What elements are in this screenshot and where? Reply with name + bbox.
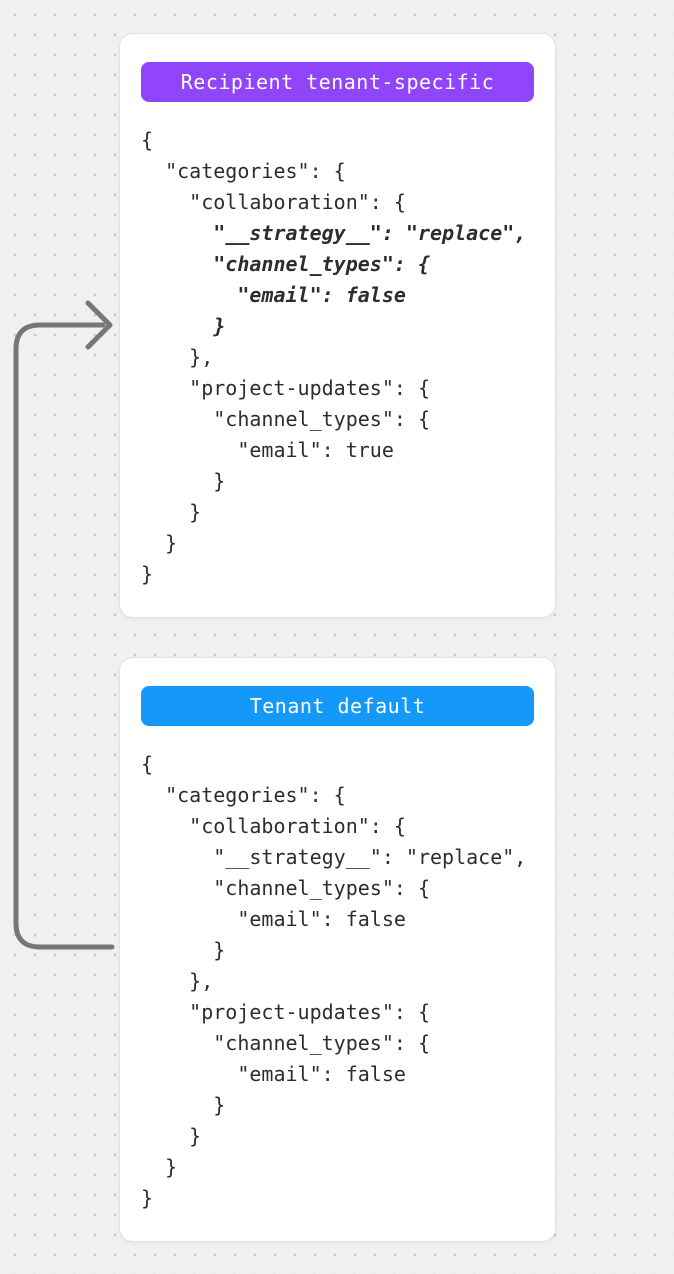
code-line: } xyxy=(141,469,226,493)
code-line: "channel_types": { xyxy=(141,407,430,431)
code-line: } xyxy=(141,1124,202,1148)
code-line: "channel_types": { xyxy=(141,1031,430,1055)
merge-flow-arrow xyxy=(13,300,115,950)
tenant-default-badge: Tenant default xyxy=(141,686,534,726)
code-line: } xyxy=(141,314,226,338)
code-line: } xyxy=(141,1155,178,1179)
code-line: "__strategy__": "replace", xyxy=(141,221,527,245)
code-line: { xyxy=(141,752,154,776)
code-line: "collaboration": { xyxy=(141,190,406,214)
code-line: "collaboration": { xyxy=(141,814,406,838)
code-line: "email": false xyxy=(141,283,406,307)
code-line: } xyxy=(141,500,202,524)
code-line: "project-updates": { xyxy=(141,1000,430,1024)
tenant-default-code: { "categories": { "collaboration": { "__… xyxy=(141,749,534,1214)
code-line: "channel_types": { xyxy=(141,252,430,276)
code-line: "email": false xyxy=(141,907,406,931)
code-line: } xyxy=(141,938,226,962)
tenant-default-card: Tenant default { "categories": { "collab… xyxy=(119,657,556,1242)
arrow-shaft xyxy=(13,322,115,950)
code-line: "__strategy__": "replace", xyxy=(141,845,527,869)
code-line: } xyxy=(141,1186,154,1210)
recipient-tenant-specific-card: Recipient tenant-specific { "categories"… xyxy=(119,33,556,618)
arrow-head-icon xyxy=(85,300,113,350)
code-line: } xyxy=(141,1093,226,1117)
code-line: "channel_types": { xyxy=(141,876,430,900)
recipient-tenant-specific-code: { "categories": { "collaboration": { "__… xyxy=(141,125,534,590)
code-line: "categories": { xyxy=(141,159,346,183)
code-line: "email": true xyxy=(141,438,394,462)
code-line: "categories": { xyxy=(141,783,346,807)
code-line: { xyxy=(141,128,154,152)
recipient-tenant-specific-badge: Recipient tenant-specific xyxy=(141,62,534,102)
code-line: }, xyxy=(141,969,214,993)
code-line: }, xyxy=(141,345,214,369)
code-line: "project-updates": { xyxy=(141,376,430,400)
code-line: "email": false xyxy=(141,1062,406,1086)
code-line: } xyxy=(141,562,154,586)
code-line: } xyxy=(141,531,178,555)
